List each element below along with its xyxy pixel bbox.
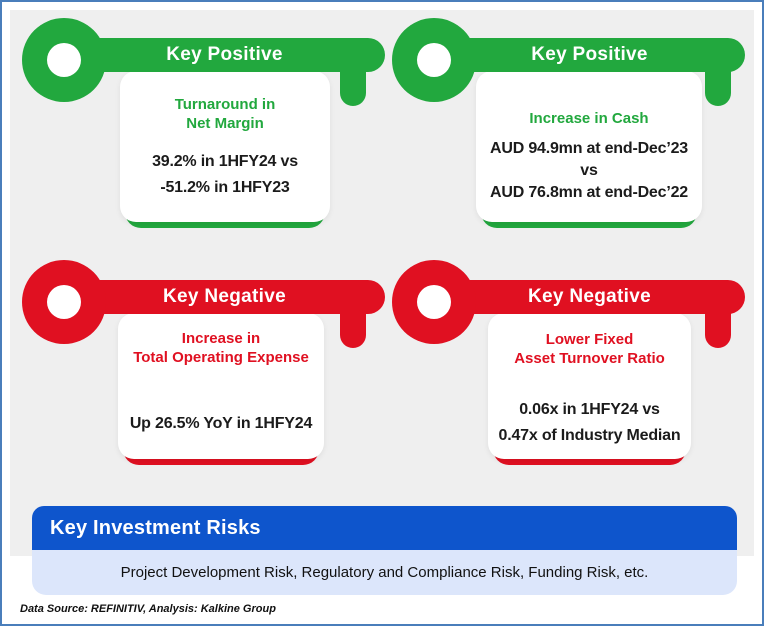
- key-bow-hole: [47, 43, 81, 77]
- key-bow-hole: [417, 285, 451, 319]
- key-callout-positive-cash: Increase in Cash AUD 94.9mn at end-Dec’2…: [392, 18, 762, 268]
- key-banner-label: Key Positive: [531, 44, 648, 65]
- key-banner-label: Key Negative: [528, 286, 651, 307]
- investment-risks-banner: Key Investment Risks: [32, 506, 737, 550]
- data-source-note: Data Source: REFINITIV, Analysis: Kalkin…: [20, 603, 276, 615]
- key-bow-hole: [417, 43, 451, 77]
- card-value: 39.2% in 1HFY24 vs-51.2% in 1HFY23: [152, 153, 298, 196]
- key-shaft-banner: Key Negative: [64, 280, 385, 314]
- card-body: Increase in Cash AUD 94.9mn at end-Dec’2…: [476, 71, 702, 222]
- info-card: Increase in Cash AUD 94.9mn at end-Dec’2…: [476, 71, 702, 228]
- key-banner-label: Key Positive: [166, 44, 283, 65]
- key-shaft-banner: Key Positive: [434, 38, 745, 72]
- card-value: Up 26.5% YoY in 1HFY24: [129, 415, 313, 432]
- key-shaft-banner: Key Negative: [434, 280, 745, 314]
- investment-risks-text: Project Development Risk, Regulatory and…: [120, 564, 649, 581]
- investment-risks-body: Project Development Risk, Regulatory and…: [32, 550, 737, 595]
- key-bow-hole: [47, 285, 81, 319]
- card-title: Increase in Cash: [529, 110, 649, 127]
- key-shaft-banner: Key Positive: [64, 38, 385, 72]
- key-banner-label: Key Negative: [163, 286, 286, 307]
- investment-risks-heading: Key Investment Risks: [50, 516, 261, 539]
